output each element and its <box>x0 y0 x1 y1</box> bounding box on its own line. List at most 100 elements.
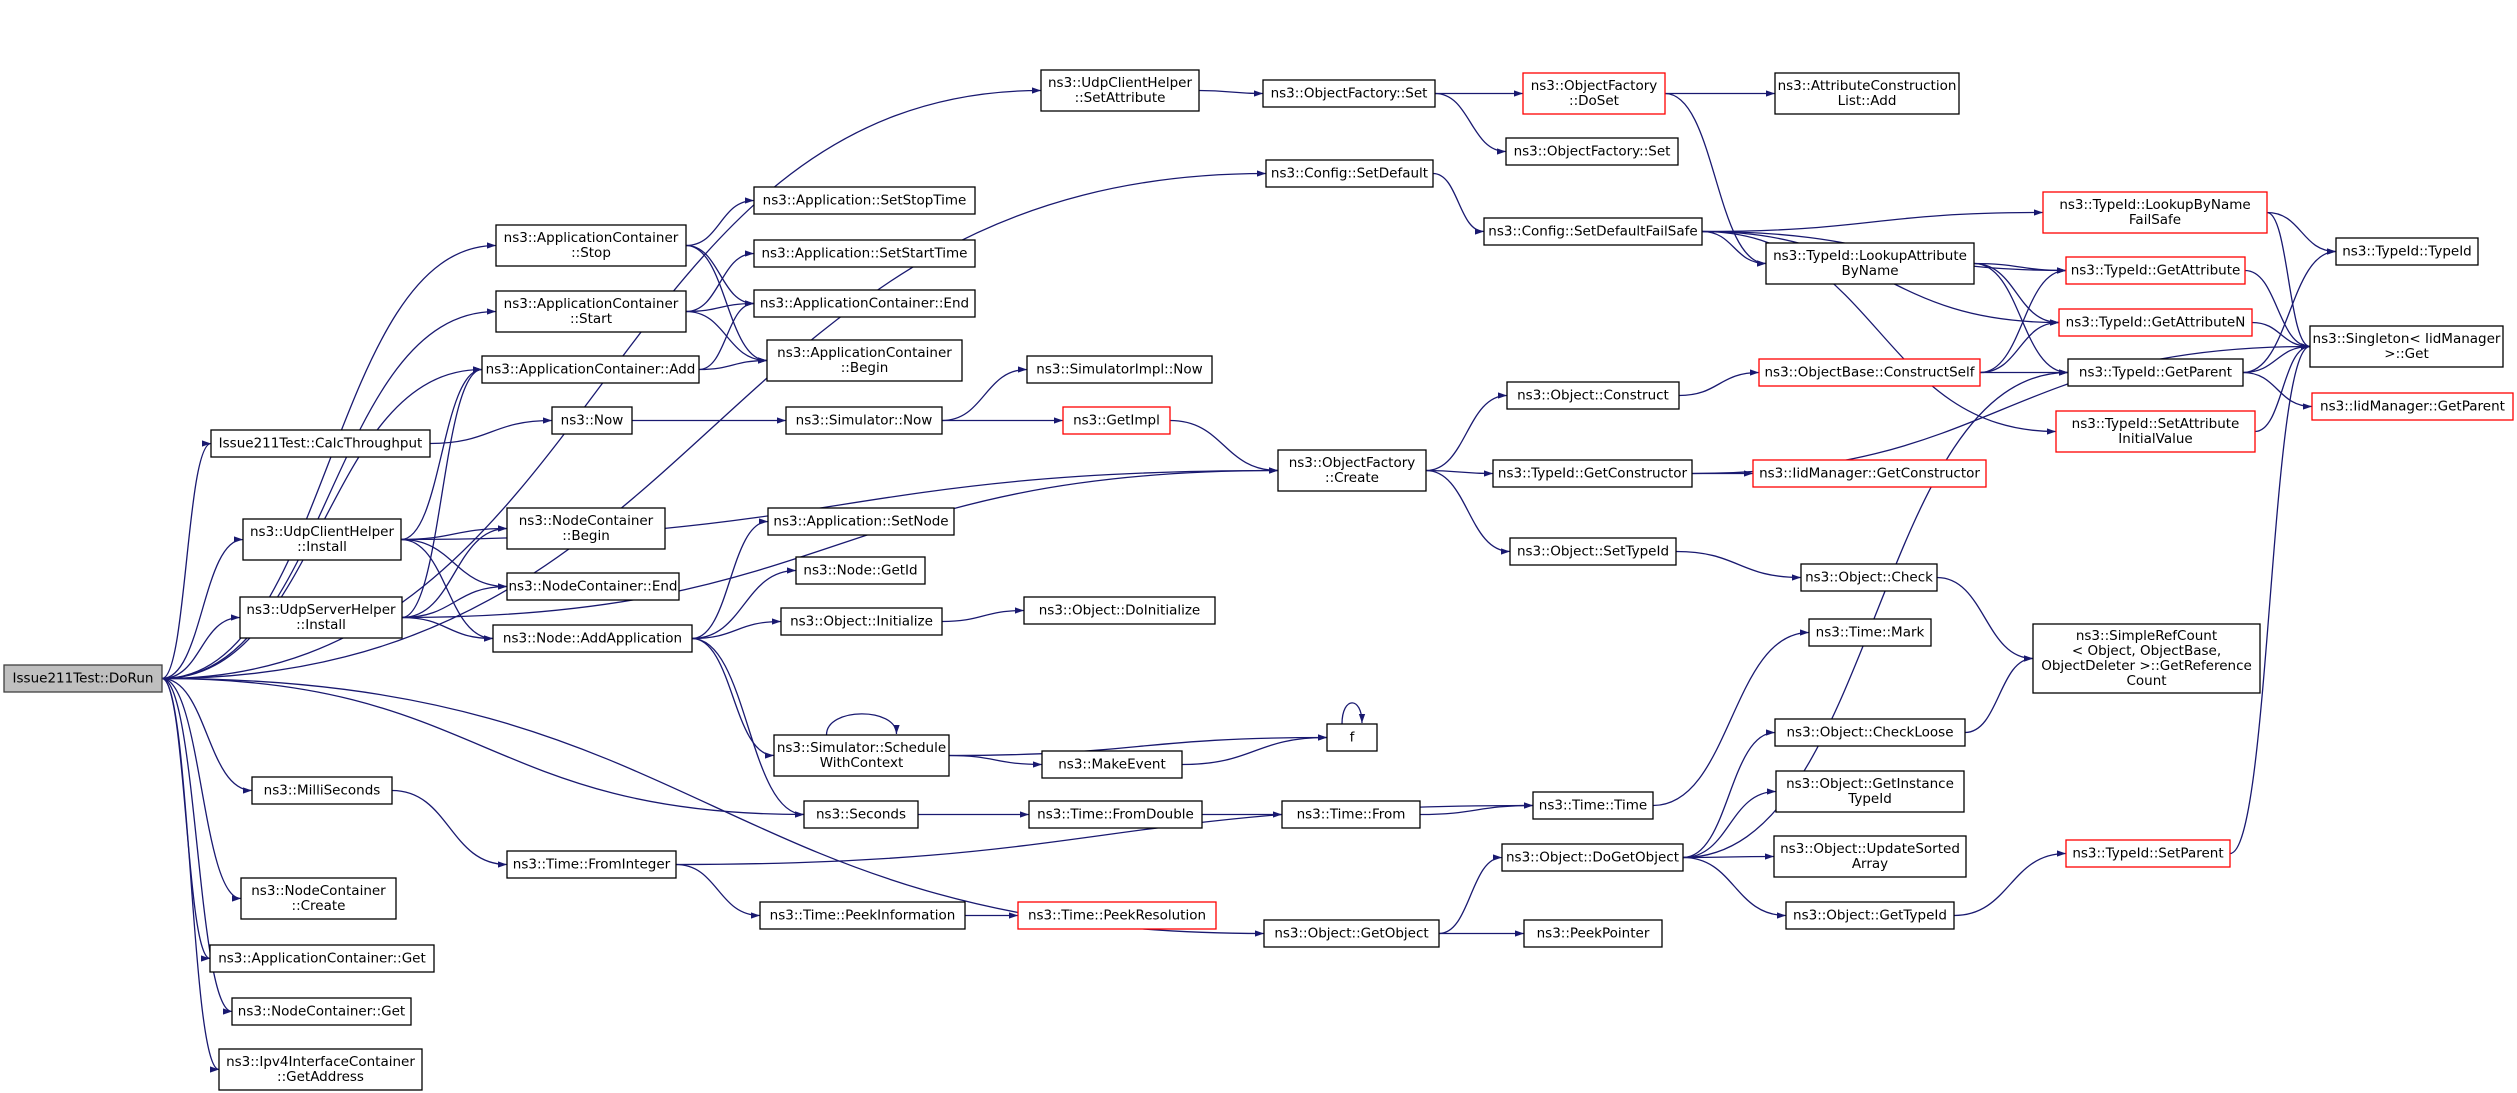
node-typeIdGetAttribute[interactable]: ns3::TypeId::GetAttribute <box>2065 256 2246 285</box>
node-dorun[interactable]: Issue211Test::DoRun <box>3 664 163 693</box>
node-label: ns3::TypeId::SetAttribute <box>2072 416 2240 432</box>
node-appSetStartTime[interactable]: ns3::Application::SetStartTime <box>753 239 976 268</box>
node-objBaseConstructSelf[interactable]: ns3::ObjectBase::ConstructSelf <box>1758 358 1981 387</box>
node-label: ns3::Seconds <box>816 807 906 823</box>
node-timeFromDouble[interactable]: ns3::Time::FromDouble <box>1028 800 1203 829</box>
node-simImplNow[interactable]: ns3::SimulatorImpl::Now <box>1026 355 1213 384</box>
node-udpClientHelperInstall[interactable]: ns3::UdpClientHelper::Install <box>242 518 402 561</box>
node-timeMark[interactable]: ns3::Time::Mark <box>1808 618 1932 647</box>
edge-milliSeconds-to-timeFromInteger <box>391 789 508 868</box>
node-configSetDefault[interactable]: ns3::Config::SetDefault <box>1265 159 1434 188</box>
node-nodeContCreate[interactable]: ns3::NodeContainer::Create <box>240 877 397 920</box>
node-timePeekInformation[interactable]: ns3::Time::PeekInformation <box>759 901 966 930</box>
node-now[interactable]: ns3::Now <box>551 406 633 435</box>
node-appContGet[interactable]: ns3::ApplicationContainer::Get <box>209 944 435 973</box>
node-objCheckLoose[interactable]: ns3::Object::CheckLoose <box>1774 718 1966 747</box>
node-box <box>1028 800 1203 829</box>
node-label: ns3::TypeId::TypeId <box>2342 244 2472 260</box>
node-ipv4GetAddress[interactable]: ns3::Ipv4InterfaceContainer::GetAddress <box>218 1048 423 1091</box>
node-appSetStopTime[interactable]: ns3::Application::SetStopTime <box>753 186 976 215</box>
node-udpServerHelperInstall[interactable]: ns3::UdpServerHelper::Install <box>239 596 403 639</box>
node-iidMgrGetConstructor[interactable]: ns3::IidManager::GetConstructor <box>1752 459 1987 488</box>
node-appSetNode[interactable]: ns3::Application::SetNode <box>767 507 955 536</box>
node-box <box>1026 355 1213 384</box>
node-typeIdGetConstructor[interactable]: ns3::TypeId::GetConstructor <box>1492 459 1693 488</box>
node-objFactorySet[interactable]: ns3::ObjectFactory::Set <box>1262 79 1436 108</box>
node-label: ns3::TypeId::LookupAttribute <box>1773 248 1967 264</box>
node-appContEnd[interactable]: ns3::ApplicationContainer::End <box>753 289 976 318</box>
node-objSetTypeId[interactable]: ns3::Object::SetTypeId <box>1509 537 1677 566</box>
node-label: ns3::NodeContainer::Get <box>238 1004 405 1020</box>
edge-typeIdLookupByNameFailSafe-to-typeIdTypeId <box>2266 211 2337 255</box>
node-objGetTypeId[interactable]: ns3::Object::GetTypeId <box>1785 901 1955 930</box>
node-f[interactable]: f <box>1326 723 1378 752</box>
node-configSetDefaultFailSafe[interactable]: ns3::Config::SetDefaultFailSafe <box>1483 217 1703 246</box>
node-objConstruct[interactable]: ns3::Object::Construct <box>1506 381 1680 410</box>
node-objInitialize[interactable]: ns3::Object::Initialize <box>780 607 943 636</box>
node-calcThroughput[interactable]: Issue211Test::CalcThroughput <box>210 429 431 458</box>
node-simulatorNow[interactable]: ns3::Simulator::Now <box>785 406 943 435</box>
node-nodeContEnd[interactable]: ns3::NodeContainer::End <box>506 572 680 601</box>
node-udpClientHelperSetAttr[interactable]: ns3::UdpClientHelper::SetAttribute <box>1040 69 1200 112</box>
node-timeTime[interactable]: ns3::Time::Time <box>1532 791 1654 820</box>
node-singletonGet[interactable]: ns3::Singleton< IidManager>::Get <box>2309 325 2504 368</box>
node-typeIdGetAttributeN[interactable]: ns3::TypeId::GetAttributeN <box>2058 308 2253 337</box>
node-simpleRefCount[interactable]: ns3::SimpleRefCount< Object, ObjectBase,… <box>2032 623 2261 694</box>
node-typeIdSetParent[interactable]: ns3::TypeId::SetParent <box>2065 839 2231 868</box>
node-iidMgrGetParent[interactable]: ns3::IidManager::GetParent <box>2311 392 2514 421</box>
edge-objFactorySet-to-objFactorySet2 <box>1434 92 1507 155</box>
node-box <box>251 776 393 805</box>
node-getImpl[interactable]: ns3::GetImpl <box>1062 406 1171 435</box>
node-label: ns3::Node::GetId <box>803 563 917 579</box>
node-objFactoryCreate[interactable]: ns3::ObjectFactory::Create <box>1277 449 1427 492</box>
edge-udpClientHelperInstall-to-nodeAddApp <box>400 538 494 642</box>
node-nodeAddApp[interactable]: ns3::Node::AddApplication <box>492 624 693 653</box>
node-nodeContGet[interactable]: ns3::NodeContainer::Get <box>231 997 412 1026</box>
node-objDoGetObject[interactable]: ns3::Object::DoGetObject <box>1501 843 1684 872</box>
node-label: ns3::ApplicationContainer <box>504 296 679 312</box>
node-box <box>2335 237 2479 266</box>
node-objCheck[interactable]: ns3::Object::Check <box>1800 563 1938 592</box>
node-objFactoryDoSet[interactable]: ns3::ObjectFactory::DoSet <box>1522 72 1666 115</box>
edge-typeIdGetParent-to-typeIdTypeId <box>2242 248 2337 374</box>
node-nodeContBegin[interactable]: ns3::NodeContainer::Begin <box>506 507 666 550</box>
node-makeEvent[interactable]: ns3::MakeEvent <box>1041 750 1183 779</box>
node-seconds[interactable]: ns3::Seconds <box>803 800 919 829</box>
node-typeIdTypeId[interactable]: ns3::TypeId::TypeId <box>2335 237 2479 266</box>
node-box <box>1522 72 1666 115</box>
node-label: WithContext <box>820 755 904 771</box>
node-objDoInitialize[interactable]: ns3::Object::DoInitialize <box>1023 596 1216 625</box>
node-timeFrom[interactable]: ns3::Time::From <box>1281 800 1421 829</box>
node-box <box>773 734 950 777</box>
node-label: ns3::ObjectFactory::Set <box>1271 86 1428 102</box>
edge-objDoGetObject-to-objGetInstanceTypeId <box>1682 788 1777 859</box>
node-milliSeconds[interactable]: ns3::MilliSeconds <box>251 776 393 805</box>
node-label: ns3::Now <box>561 413 624 429</box>
node-objFactorySet2[interactable]: ns3::ObjectFactory::Set <box>1505 137 1679 166</box>
edge-typeIdGetAttribute-to-singletonGet <box>2244 269 2311 350</box>
node-timeFromInteger[interactable]: ns3::Time::FromInteger <box>506 850 677 879</box>
node-appContBegin[interactable]: ns3::ApplicationContainer::Begin <box>766 339 963 382</box>
node-box <box>1505 137 1679 166</box>
node-box <box>495 224 687 267</box>
node-label: ns3::Object::SetTypeId <box>1517 544 1669 560</box>
node-box <box>231 997 412 1026</box>
node-typeIdGetParent[interactable]: ns3::TypeId::GetParent <box>2067 358 2244 387</box>
node-objGetObject[interactable]: ns3::Object::GetObject <box>1263 919 1440 948</box>
node-label: ::GetAddress <box>277 1069 364 1085</box>
node-appContAdd[interactable]: ns3::ApplicationContainer::Add <box>481 355 700 384</box>
node-appContStart[interactable]: ns3::ApplicationContainer::Start <box>495 290 687 333</box>
node-label: ns3::Object::Initialize <box>790 614 933 630</box>
node-box <box>1752 459 1987 488</box>
node-appContStop[interactable]: ns3::ApplicationContainer::Stop <box>495 224 687 267</box>
node-timePeekResolution[interactable]: ns3::Time::PeekResolution <box>1017 901 1217 930</box>
node-peekPointer[interactable]: ns3::PeekPointer <box>1523 919 1663 948</box>
node-nodeGetId[interactable]: ns3::Node::GetId <box>795 556 926 585</box>
